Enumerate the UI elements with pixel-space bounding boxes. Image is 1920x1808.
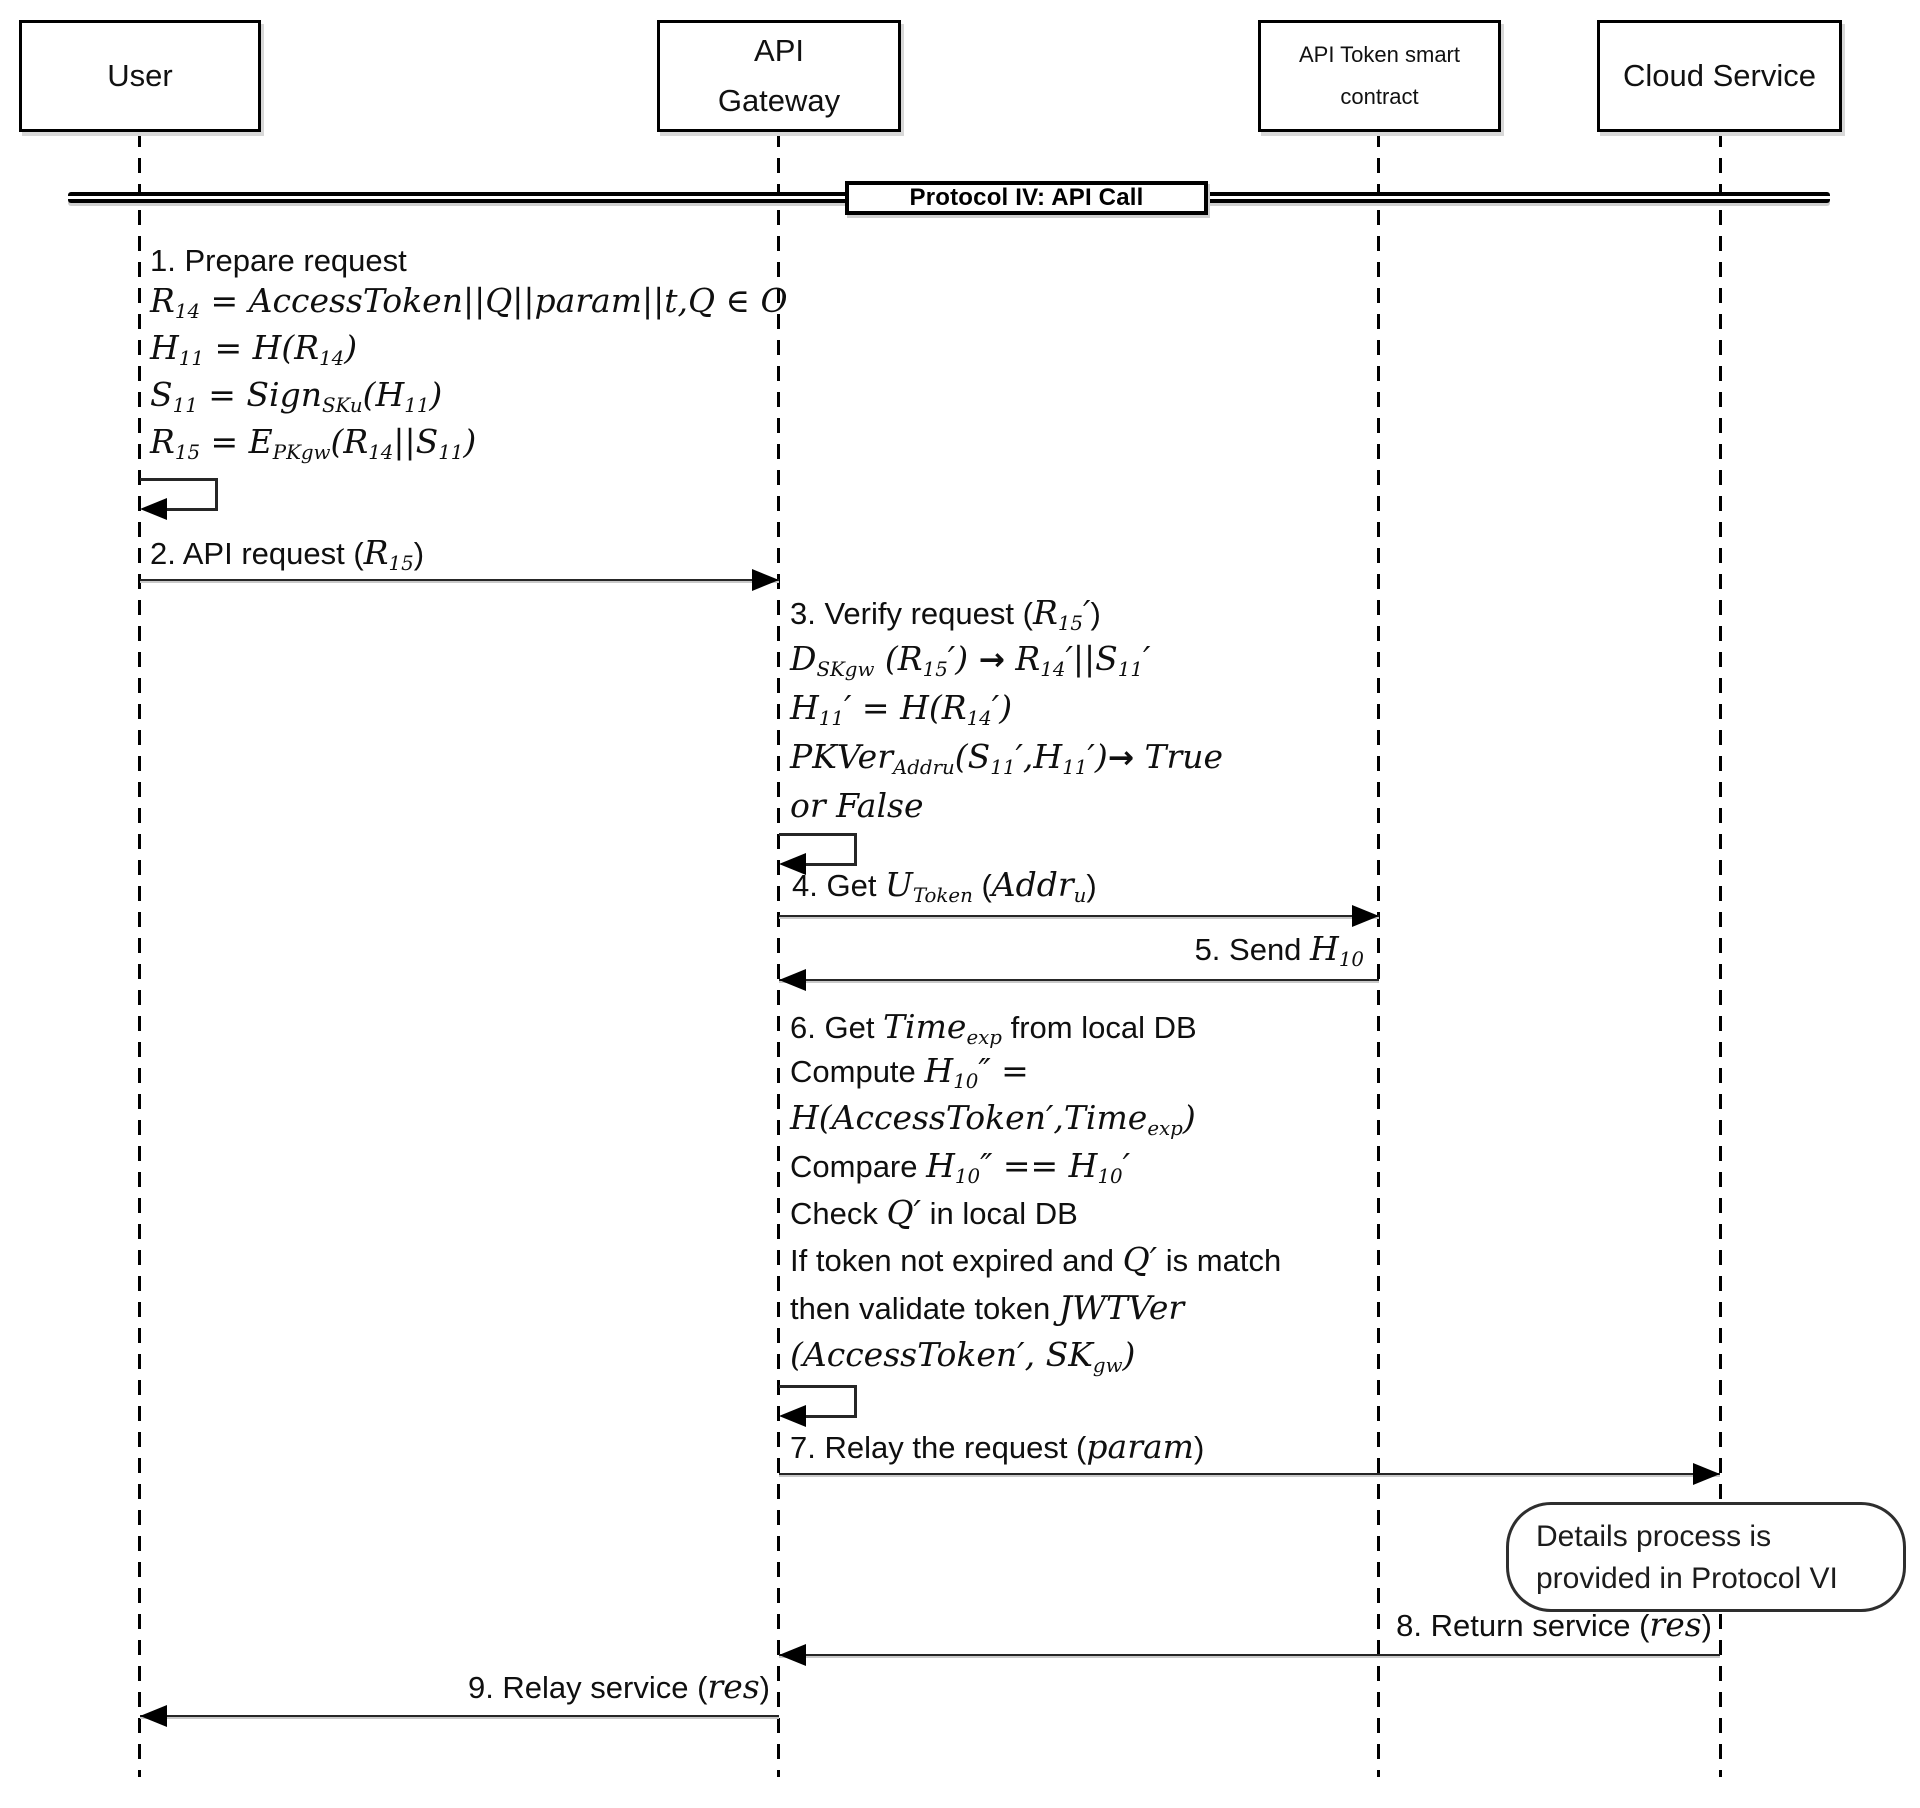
message-9-line [140, 1715, 779, 1717]
participant-box-smart-contract: API Token smart contract [1258, 20, 1501, 132]
message-6-selfloop-top [779, 1385, 857, 1388]
message-4-label: 4. Get UToken (Addru) [792, 865, 1097, 907]
lifeline-api-gateway [777, 132, 780, 1777]
message-3-selfloop-right [854, 833, 857, 866]
message-9-arrowhead [140, 1705, 167, 1727]
message-7-label: 7. Relay the request (param) [790, 1427, 1205, 1466]
note-line1: Details process is [1536, 1520, 1772, 1553]
message-6-detail-3: Compare H10″ == H10′ [790, 1146, 1131, 1188]
participant-label-smart-contract-line1: API Token smart [1299, 42, 1460, 67]
message-7-arrowhead [1693, 1463, 1720, 1485]
message-6-selfloop-arrowhead [779, 1405, 806, 1427]
protocol-banner-label: Protocol IV: API Call [909, 184, 1144, 211]
message-1-detail-1: R14 = AccessToken||Q||param||t,Q ∈ O [150, 281, 788, 323]
protocol-banner: Protocol IV: API Call [845, 181, 1208, 215]
message-8-line [779, 1654, 1720, 1656]
participant-label-user: User [107, 58, 173, 93]
message-1-selfloop-arrowhead [140, 498, 167, 520]
participant-box-cloud-service: Cloud Service [1597, 20, 1842, 132]
note-line2: provided in Protocol VI [1536, 1562, 1838, 1595]
message-1-detail-3: S11 = SignSKu(H11) [150, 375, 443, 417]
message-1-detail-2: H11 = H(R14) [150, 328, 358, 370]
message-2-line [140, 579, 779, 581]
message-1-detail-4: R15 = EPKgw(R14||S11) [150, 422, 477, 464]
message-7-line [779, 1473, 1720, 1475]
message-3-detail-1: DSKgw (R15′) → R14′||S11′ [790, 639, 1151, 681]
participant-label-smart-contract-line2: contract [1340, 84, 1419, 109]
message-6-selfloop-bottom [797, 1415, 857, 1418]
lifeline-user [138, 132, 141, 1777]
message-6-selfloop-right [854, 1385, 857, 1418]
message-3-detail-2: H11′ = H(R14′) [790, 688, 1013, 730]
lifeline-cloud-service [1719, 132, 1722, 1777]
message-6-detail-4: Check Q′ in local DB [790, 1193, 1078, 1232]
message-5-line [779, 979, 1379, 981]
message-6-detail-1: Compute H10″ = [790, 1051, 1029, 1093]
participant-label-api-gateway-line1: API [754, 33, 804, 68]
message-3-selfloop-arrowhead [779, 853, 806, 875]
message-3-selfloop-bottom [797, 863, 857, 866]
message-2-label: 2. API request (R15) [150, 533, 425, 575]
message-6-label: 6. Get Timeexp from local DB [790, 1007, 1197, 1049]
message-1-selfloop-top [140, 478, 218, 481]
message-5-arrowhead [779, 969, 806, 991]
message-1-selfloop-right [215, 478, 218, 511]
participant-label-cloud-service: Cloud Service [1623, 58, 1816, 93]
lifeline-smart-contract [1377, 132, 1380, 1777]
message-3-selfloop-top [779, 833, 857, 836]
message-4-line [779, 915, 1379, 917]
message-6-detail-2: H(AccessToken′,Timeexp) [790, 1098, 1196, 1140]
note-protocol-vi: Details process is provided in Protocol … [1506, 1502, 1906, 1612]
message-3-label: 3. Verify request (R15′) [790, 593, 1101, 635]
message-4-arrowhead [1352, 905, 1379, 927]
participant-box-user: User [19, 20, 261, 132]
participant-box-api-gateway: API Gateway [657, 20, 901, 132]
message-6-detail-7: (AccessToken′, SKgw) [790, 1335, 1136, 1377]
message-6-detail-6: then validate token JWTVer [790, 1288, 1185, 1327]
message-8-arrowhead [779, 1644, 806, 1666]
message-9-label: 9. Relay service (res) [467, 1667, 770, 1706]
message-1-selfloop-bottom [158, 508, 218, 511]
message-3-detail-3: PKVerAddru(S11′,H11′)→ True [790, 737, 1224, 779]
message-6-detail-5: If token not expired and Q′ is match [790, 1240, 1282, 1279]
message-5-label: 5. Send H10 [1194, 929, 1364, 971]
message-3-detail-4: or False [790, 786, 924, 825]
participant-label-api-gateway-line2: Gateway [717, 83, 841, 118]
message-2-arrowhead [752, 569, 779, 591]
message-1-label: 1. Prepare request [150, 243, 407, 278]
